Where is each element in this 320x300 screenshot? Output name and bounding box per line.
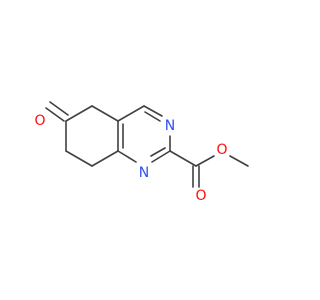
atom-n-top: N	[165, 118, 175, 134]
atom-o-ester-carbonyl: O	[195, 188, 206, 204]
atom-n-bottom: N	[139, 165, 149, 181]
bond-ccarbonyl-oether	[195, 155, 215, 167]
bond-c7-c8	[65, 150, 93, 167]
bond-oether-methyl	[229, 155, 249, 167]
bond-c6-c5	[65, 105, 93, 122]
bond-c4-n3-inner	[144, 111, 161, 122]
molecule-structure-drawing: O N N O O	[34, 101, 249, 204]
bond-c8-c8a	[91, 150, 119, 167]
bond-c2-n1	[151, 150, 171, 163]
bond-c5-c4a	[91, 105, 119, 122]
bond-c4a-c4	[117, 105, 145, 122]
bond-n1-c8a	[117, 150, 137, 163]
bond-c4-n3	[143, 105, 163, 117]
bond-c2-ccarbonyl	[169, 150, 197, 167]
bond-layer	[45, 101, 249, 188]
bond-ketone-2	[49, 101, 69, 116]
atom-o-ketone: O	[34, 113, 45, 129]
atom-label-layer: O N N O O	[34, 113, 227, 204]
atom-o-ester-ether: O	[216, 142, 227, 158]
bond-c2-n1-inner	[150, 147, 166, 157]
bond-ketone-1	[45, 107, 65, 122]
